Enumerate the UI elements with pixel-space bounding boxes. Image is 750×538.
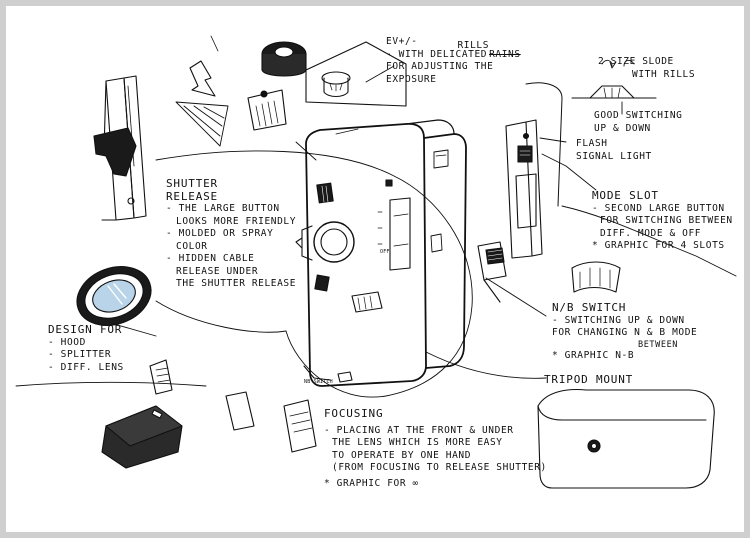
ev-line-4: EXPOSURE [386,73,437,85]
focusing-line-5: * GRAPHIC FOR ∞ [324,477,419,489]
mode-title: MODE SLOT [592,189,659,202]
shutter-title: SHUTTER [166,177,218,190]
bottom-parts-sketch [225,365,353,453]
tripod-mount-note: TRIPOD MOUNT [544,373,634,387]
mode-slot-panel-sketch [505,82,563,259]
nb-line-2b: BETWEEN [638,339,679,350]
mode-switch-part-sketch [477,241,507,303]
flash-note: FLASH SIGNAL LIGHT [576,138,652,163]
small-block-sketch [247,89,287,131]
mode-line-3: DIFF. MODE & OFF [600,227,702,239]
nb-line-1: - SWITCHING UP & DOWN [552,314,685,326]
sketch-sheet: EV+/- - WITH DELICATED RILLSRAINS FOR AD… [6,6,744,532]
focusing-title: FOCUSING [324,407,384,420]
sketch-drawing [15,35,737,489]
slider-panel-sketch [93,75,147,221]
ev-rills-word: RILLS [457,39,490,51]
design-line-2: - SPLITTER [48,349,112,360]
shutter-line-7: THE SHUTTER RELEASE [176,278,297,289]
bottom-left-background-line [15,381,207,387]
down-arrow-sketch [189,35,219,97]
mode-slot-note: MODE SLOT - SECOND LARGE BUTTON FOR SWIT… [592,189,733,253]
focusing-line-1: - PLACING AT THE FRONT & UNDER [324,424,514,436]
shutter-release-note: SHUTTER RELEASE - THE LARGE BUTTON LOOKS… [166,177,297,291]
tripod-title: TRIPOD MOUNT [544,373,634,386]
design-for-note: DESIGN FOR - HOOD - SPLITTER - DIFF. LEN… [48,323,124,374]
design-line-1: - HOOD [48,336,86,348]
slope-line-2: WITH RILLS [632,68,696,80]
focusing-line-2: THE LENS WHICH IS MORE EASY [332,437,503,448]
outline-blob [155,150,473,398]
flash-line-1: FLASH [576,138,608,149]
mode-line-2: FOR SWITCHING BETWEEN [600,215,733,226]
shutter-line-3: - MOLDED OR SPRAY [166,228,274,239]
shutter-title-2: RELEASE [166,189,218,203]
mode-line-4: * GRAPHIC FOR 4 SLOTS [592,240,725,251]
ev-line-3: FOR ADJUSTING THE [386,61,494,72]
ev-rains-strike: RAINS [489,48,521,60]
slope-line-4: UP & DOWN [594,122,651,134]
gear-dial-sketch [261,41,307,77]
design-line-3: - DIFF. LENS [48,361,124,373]
nb-switch-small-label: NB SWITCH [304,379,333,385]
grip-part-sketch [101,359,183,469]
slope-detail-sketch [571,59,657,99]
focusing-line-4: (FROM FOCUSING TO RELEASE SHUTTER) [332,462,547,473]
slope-line-3: GOOD SWITCHING [594,110,683,121]
focusing-note: FOCUSING - PLACING AT THE FRONT & UNDER … [324,407,547,490]
flash-line-2: SIGNAL LIGHT [576,150,652,162]
tripod-mount-sketch [537,388,715,489]
ev-line-1: EV+/- [386,36,418,47]
wedge-sketch [175,101,229,147]
shutter-line-2: LOOKS MORE FRIENDLY [176,215,297,227]
slope-note-bottom: GOOD SWITCHING UP & DOWN [594,110,682,135]
design-title: DESIGN FOR [48,323,123,336]
shutter-line-6: RELEASE UNDER [176,265,259,277]
curved-button-sketch [571,261,621,293]
leader-lines [113,65,623,379]
shutter-line-1: - THE LARGE BUTTON [166,203,280,214]
shutter-line-4: COLOR [176,240,208,252]
nb-title: N/B SWITCH [552,301,627,314]
slope-note-top: 2 SIZE SLODE WITH RILLS [598,56,695,81]
right-background-line [561,205,737,277]
camera-body-sketch [295,119,467,387]
ev-dial-body-sketch [305,41,407,107]
ev-note: EV+/- - WITH DELICATED RILLSRAINS FOR AD… [386,36,557,86]
slope-line-1: 2 SIZE SLODE [598,56,674,67]
shutter-line-5: - HIDDEN CABLE [166,253,255,264]
lens-hood-sketch [76,266,152,326]
focusing-line-3: TO OPERATE BY ONE HAND [332,449,472,461]
nb-line-2: FOR CHANGING N & B MODE [552,327,698,338]
mode-line-1: - SECOND LARGE BUTTON [592,202,725,214]
off-small-label: OFF [380,249,390,255]
nb-switch-note: N/B SWITCH - SWITCHING UP & DOWN FOR CHA… [552,301,698,362]
nb-line-3: * GRAPHIC N-B [552,349,635,361]
ev-line-2: - WITH DELICATED RILLSRAINS [386,39,521,60]
